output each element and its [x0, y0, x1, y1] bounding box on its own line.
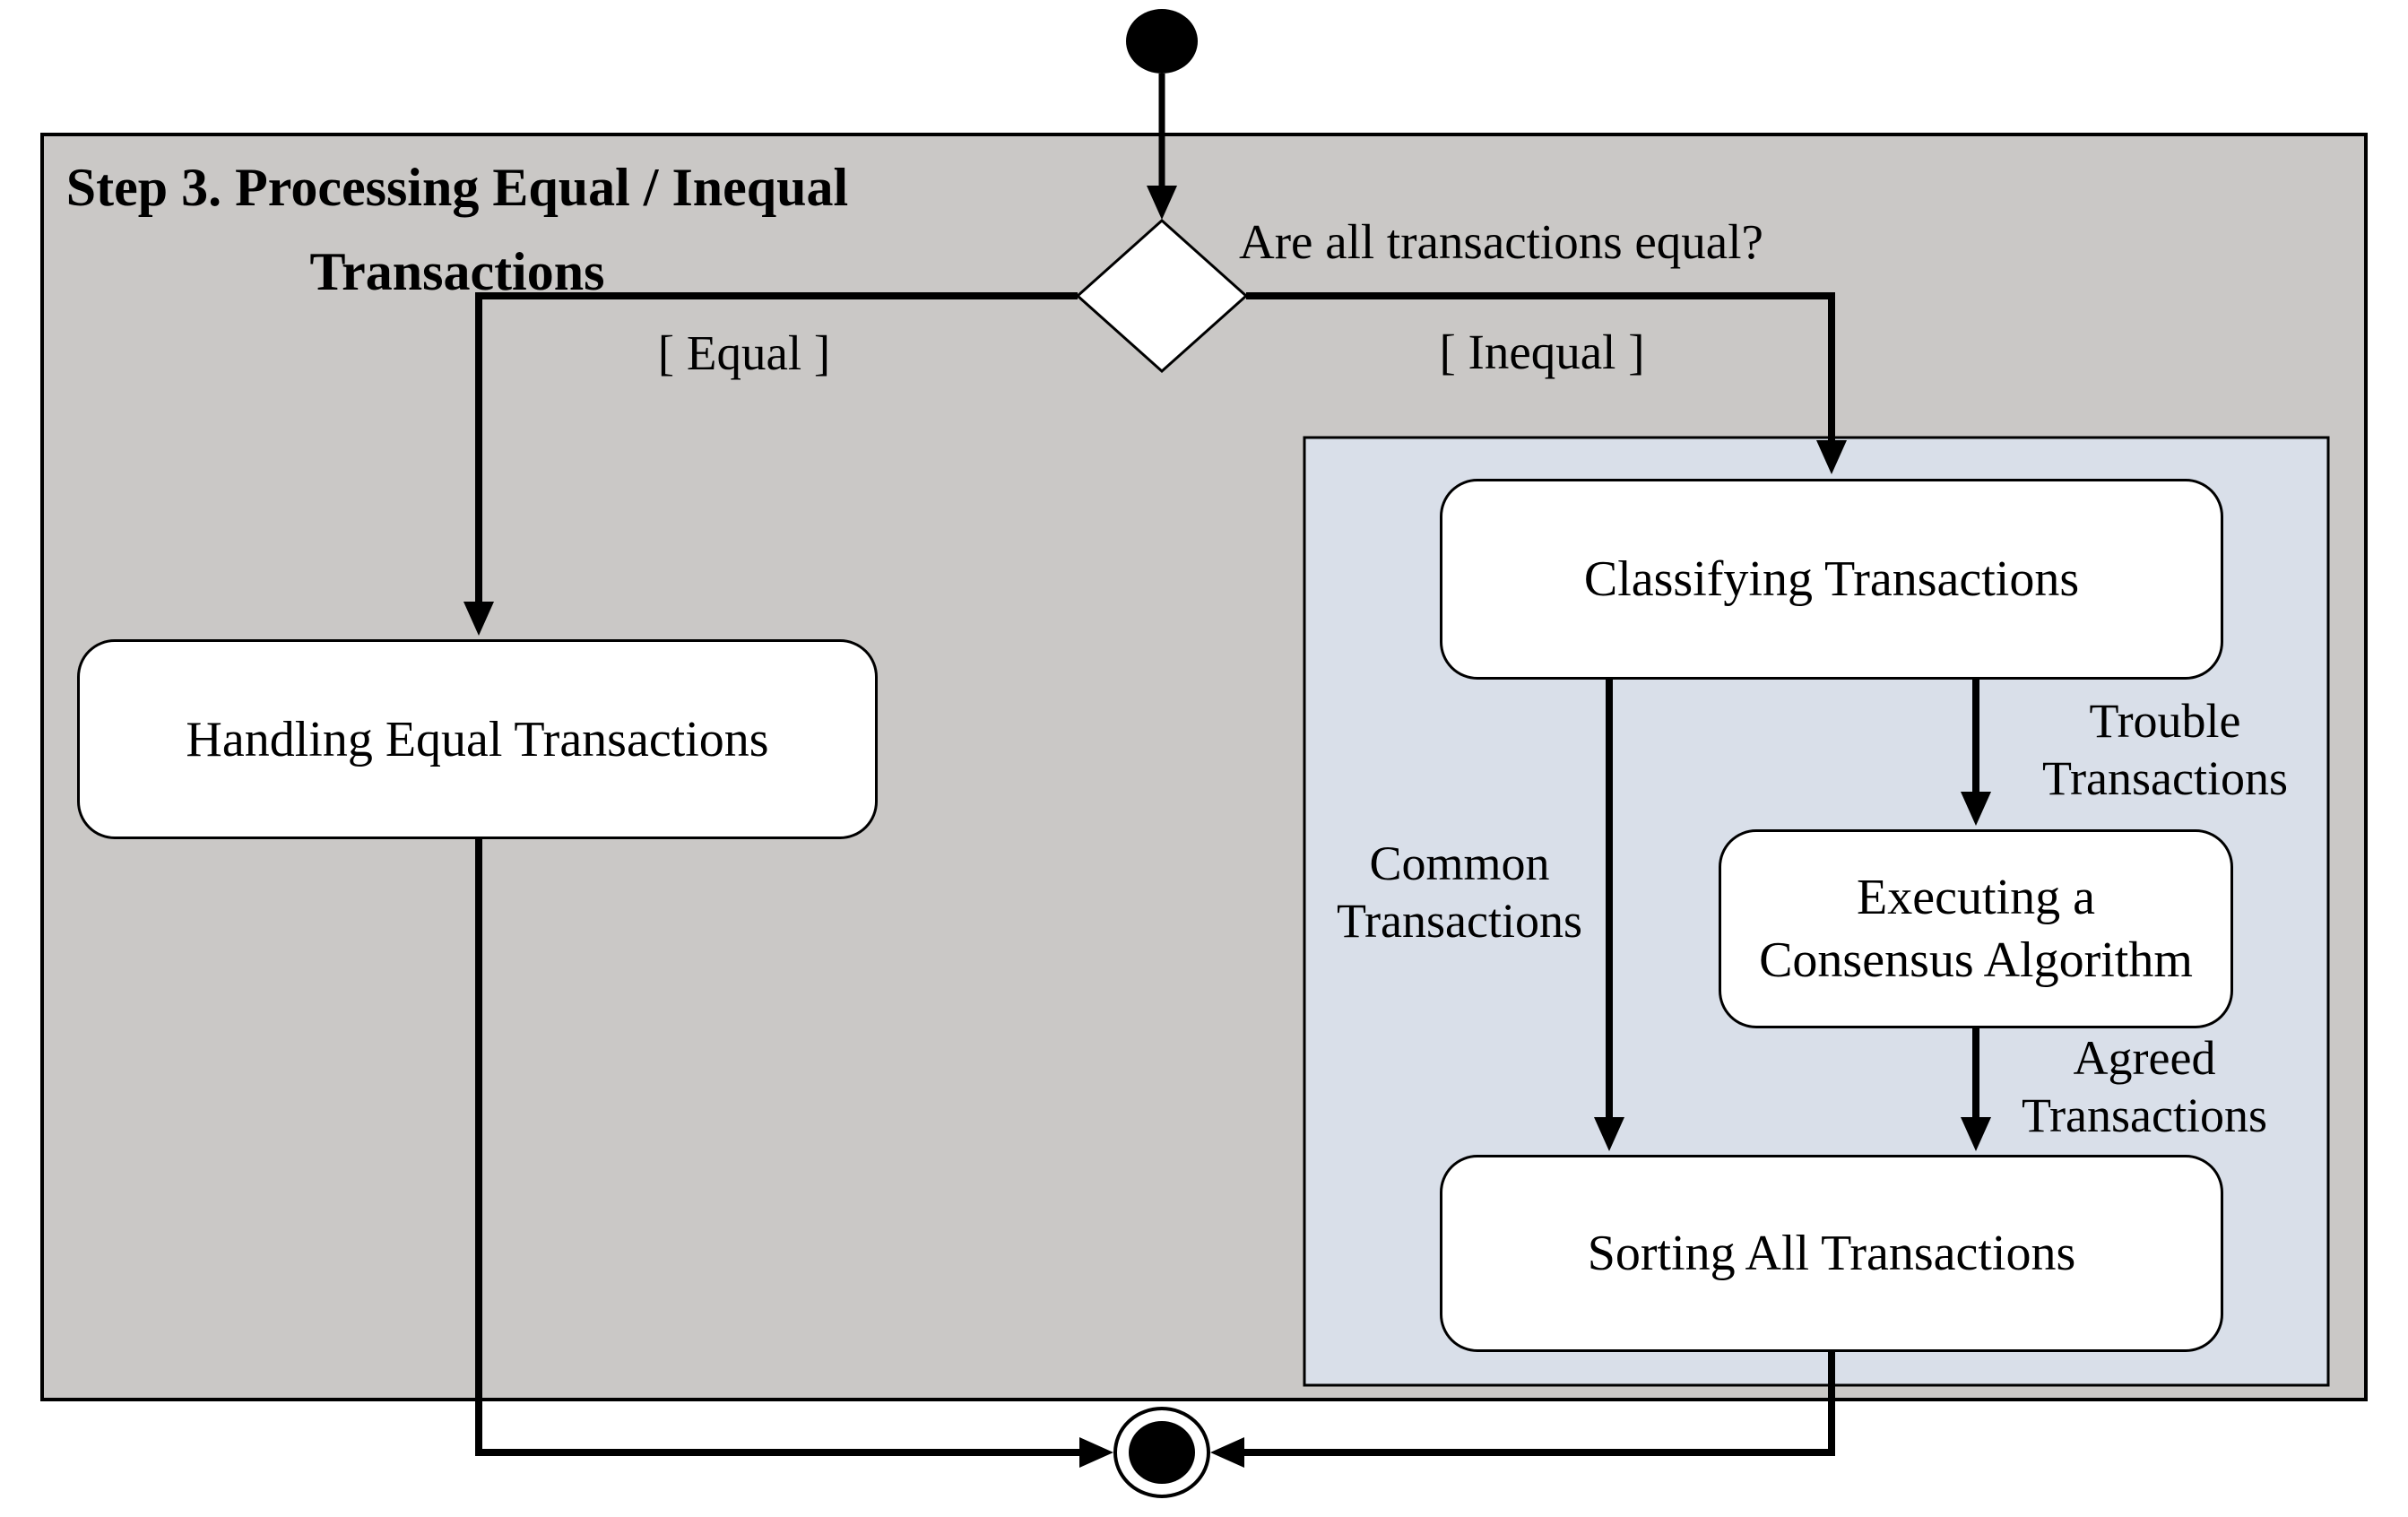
node-classifying-transactions: Classifying Transactions: [1440, 479, 2223, 680]
guard-label-equal: [ Equal ]: [657, 325, 831, 380]
edge-label-trouble-line2: Transactions: [2041, 751, 2289, 805]
edge-label-trouble-transactions: Trouble Transactions: [2042, 692, 2288, 807]
edge-label-common-line2: Transactions: [1336, 894, 1583, 948]
guard-label-inequal: [ Inequal ]: [1439, 325, 1645, 379]
edge-label-common-line1: Common: [1369, 837, 1550, 890]
flow-handling-to-final: [475, 839, 1113, 1468]
node-executing-line2: Consensus Algorithm: [1759, 932, 2193, 988]
region-title-line1: Step 3. Processing Equal / Inequal: [65, 158, 849, 217]
node-sorting-label: Sorting All Transactions: [1587, 1226, 2076, 1281]
decision-question: Are all transactions equal?: [1239, 214, 1763, 269]
edge-label-trouble-line1: Trouble: [2089, 694, 2241, 748]
node-executing-consensus-algorithm: Executing a Consensus Algorithm: [1719, 829, 2233, 1028]
decision-diamond: [1075, 218, 1249, 374]
node-executing-line1: Executing a: [1857, 870, 2095, 925]
node-handling-equal-transactions: Handling Equal Transactions: [77, 639, 878, 839]
activity-final-node-core: [1129, 1421, 1195, 1484]
node-handling-label: Handling Equal Transactions: [186, 711, 769, 767]
node-sorting-all-transactions: Sorting All Transactions: [1440, 1155, 2223, 1352]
activity-start-node: [1126, 9, 1198, 74]
edge-label-agreed-line1: Agreed: [2073, 1031, 2216, 1085]
node-executing-label: Executing a Consensus Algorithm: [1759, 866, 2193, 992]
flow-equal-branch: [463, 292, 1078, 636]
edge-label-common-transactions: Common Transactions: [1337, 835, 1582, 949]
flow-sorting-to-final: [1210, 1352, 1835, 1468]
node-classifying-label: Classifying Transactions: [1583, 551, 2080, 607]
flow-inequal-branch: [1246, 292, 1847, 474]
region-title-line2: Transactions: [309, 242, 605, 301]
edge-label-agreed-line2: Transactions: [2021, 1088, 2268, 1142]
edge-label-agreed-transactions: Agreed Transactions: [2022, 1029, 2267, 1144]
region-title: Step 3. Processing Equal / Inequal Trans…: [63, 145, 852, 314]
